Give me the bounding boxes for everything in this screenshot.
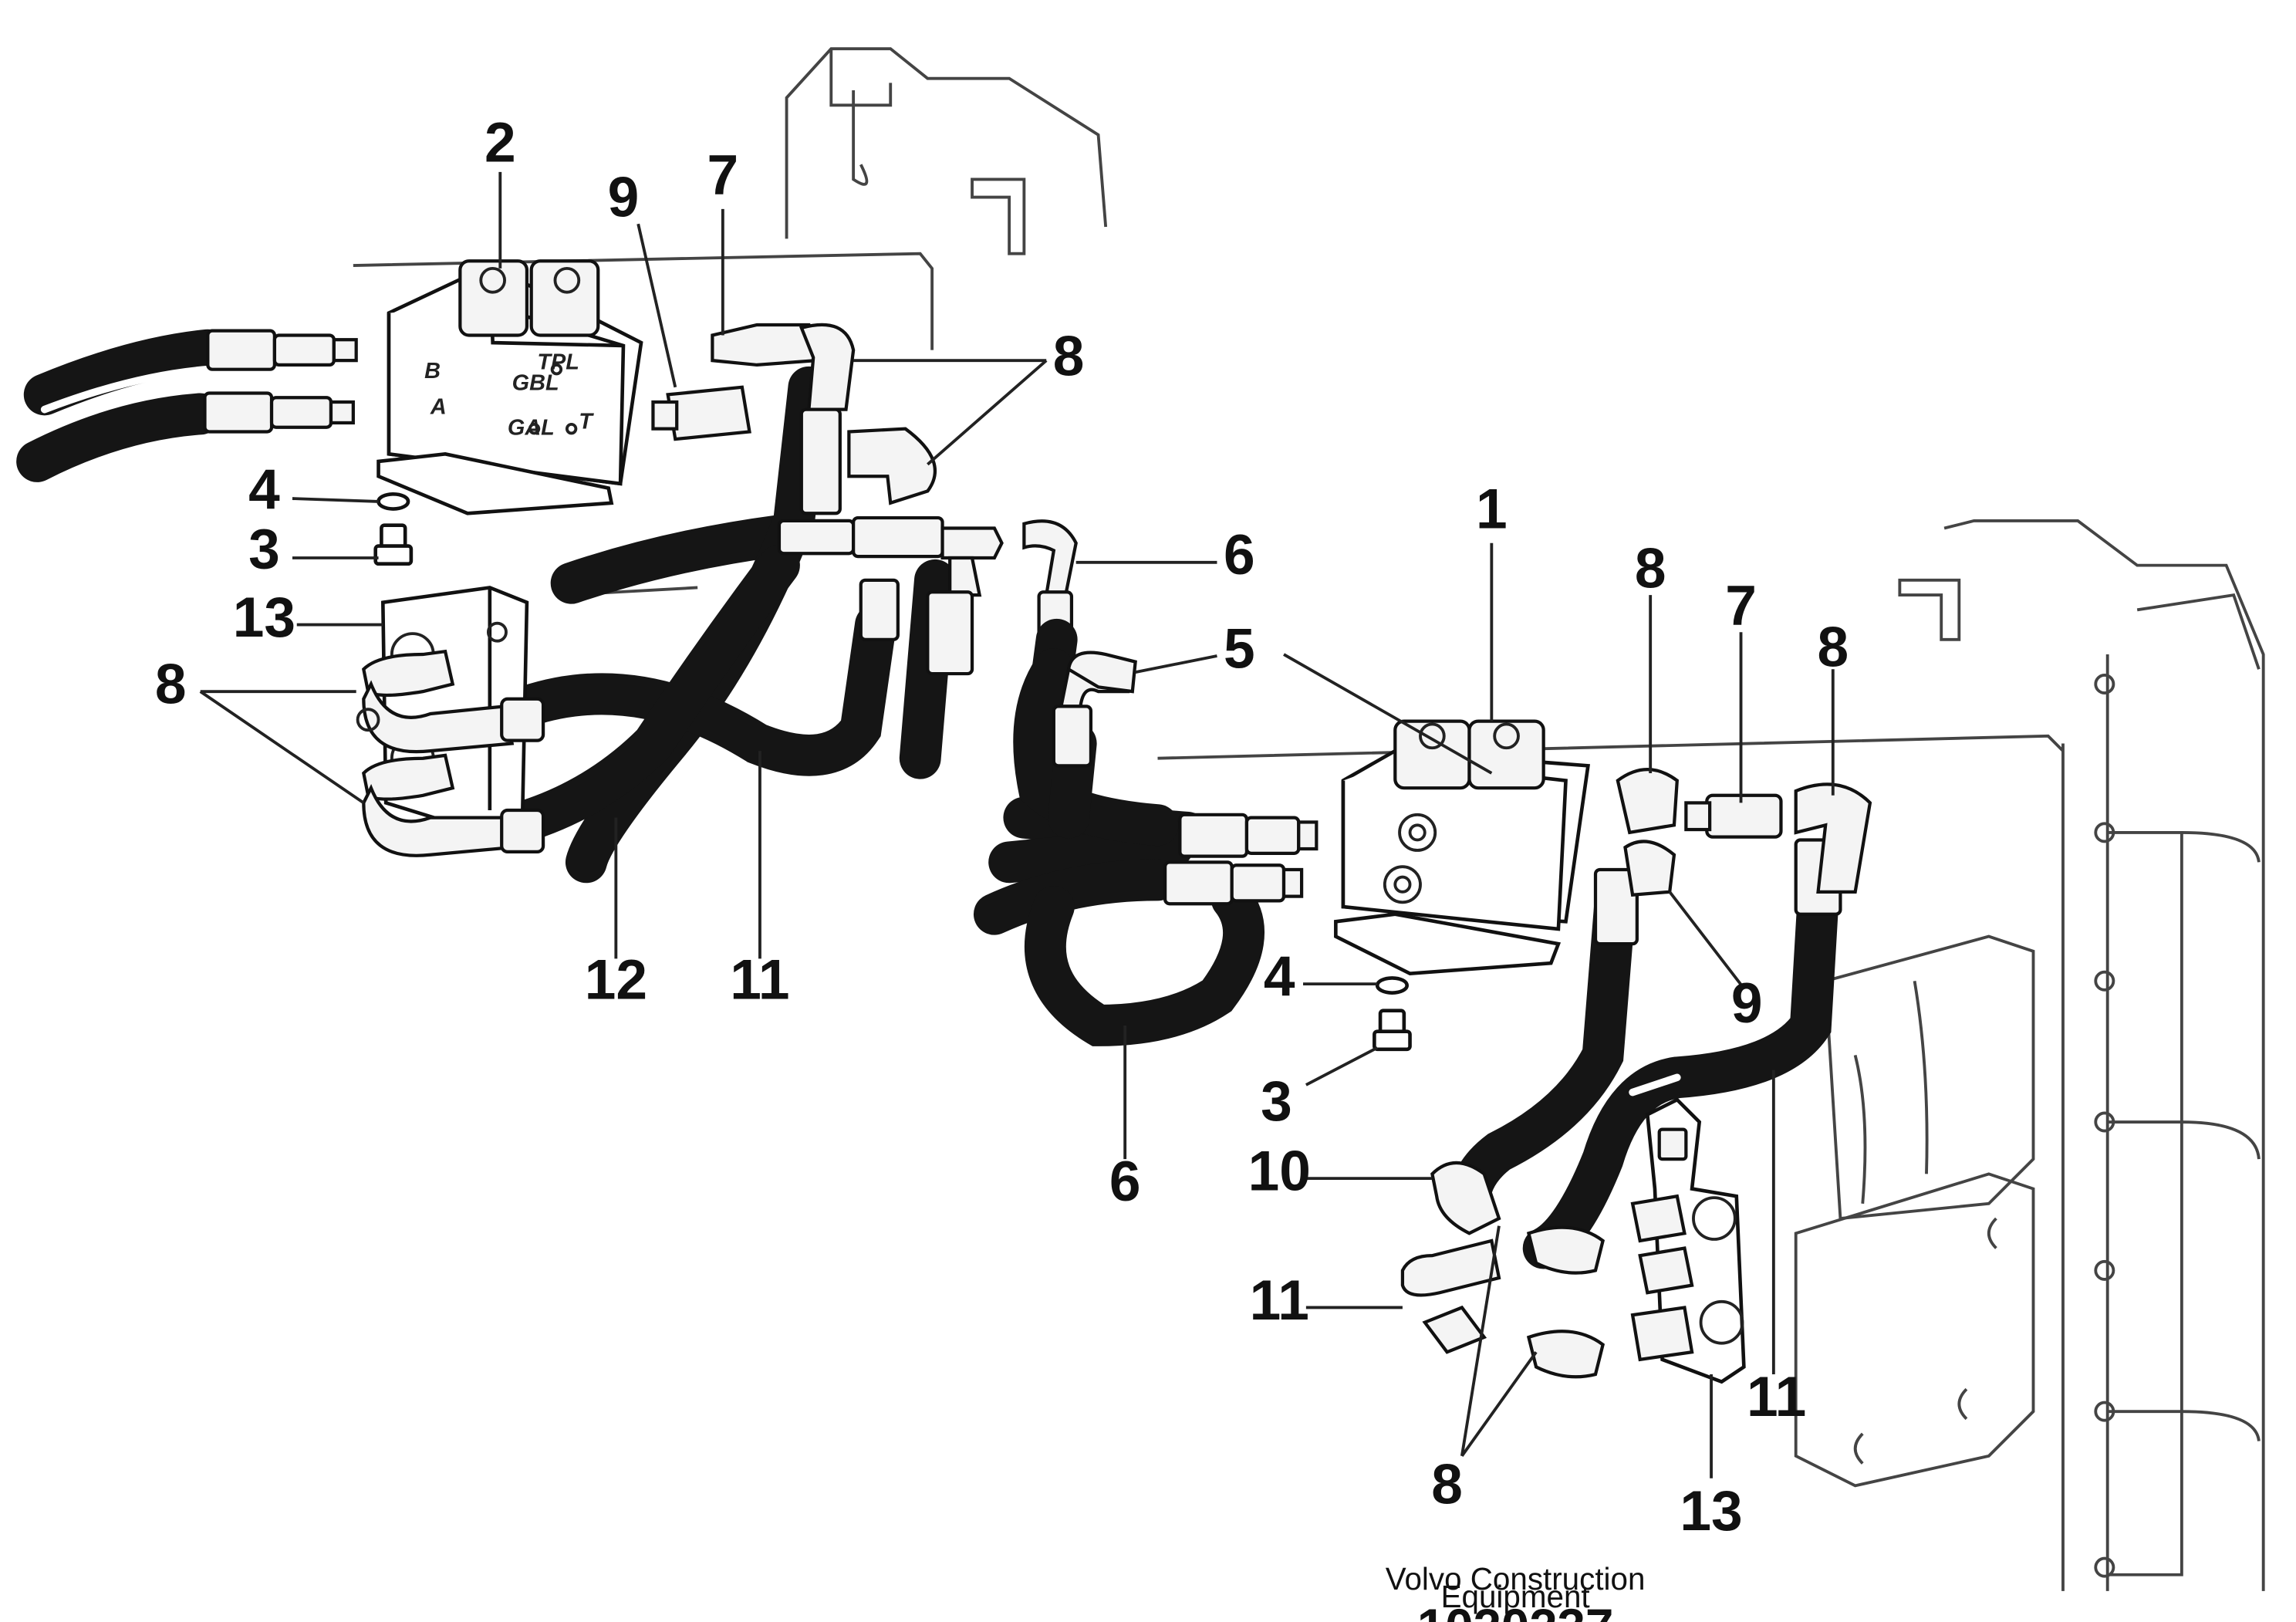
port-mark-b: B (424, 359, 441, 384)
callout-6: 6 (1224, 524, 1255, 586)
port-mark-a: A (430, 394, 447, 419)
left-fittings (651, 323, 937, 515)
port-mark-gbl: GBL (512, 371, 559, 396)
callout-1: 1 (1476, 478, 1508, 541)
brand-line-1: Volvo Construction (1386, 1561, 1646, 1597)
callout-13: 13 (1680, 1480, 1742, 1543)
callout-13: 13 (233, 586, 295, 649)
callout-8: 8 (1635, 537, 1666, 600)
callout-8: 8 (155, 654, 187, 716)
callout-8: 8 (1817, 616, 1849, 678)
callout-6: 6 (1109, 1151, 1141, 1213)
left-hoses (16, 329, 956, 884)
right-valve-block (1334, 719, 1591, 975)
callout-11: 11 (730, 948, 789, 1011)
port-mark-t: T (579, 410, 594, 434)
right-bracket (1400, 1097, 1746, 1384)
callout-3: 3 (1261, 1070, 1292, 1133)
callout-11: 11 (1250, 1269, 1309, 1332)
part-number: 1020237 (1417, 1599, 1614, 1622)
callout-8: 8 (1431, 1453, 1463, 1516)
callout-7: 7 (707, 144, 739, 207)
left-valve-block: B A TPL GBL GAL T (376, 259, 643, 515)
callout-12: 12 (585, 948, 647, 1011)
right-washer-bolt (1373, 976, 1412, 1052)
left-washer-bolt (373, 492, 414, 566)
callout-2: 2 (485, 111, 516, 174)
brand-line-2: Equipment (1441, 1579, 1590, 1614)
callout-4: 4 (1264, 946, 1295, 1009)
callout-3: 3 (248, 518, 280, 580)
callouts: 2 9 7 8 4 3 13 8 12 11 1 6 5 8 7 8 9 4 3… (155, 111, 1849, 1543)
callout-9: 9 (1731, 972, 1763, 1035)
callout-7: 7 (1725, 575, 1757, 637)
callout-9: 9 (608, 167, 640, 229)
callout-10: 10 (1248, 1140, 1311, 1203)
callout-4: 4 (248, 459, 280, 522)
right-fittings (1066, 650, 1872, 897)
left-bracket (356, 586, 545, 857)
callout-8: 8 (1053, 325, 1085, 387)
callout-5: 5 (1224, 617, 1255, 680)
footer: Volvo Construction Equipment 1020237 (1386, 1561, 1646, 1622)
callout-11: 11 (1747, 1366, 1806, 1428)
leader-lines (199, 171, 1835, 1478)
port-mark-tpl: TPL (537, 350, 579, 375)
machine-frame-right (1157, 519, 2265, 1591)
